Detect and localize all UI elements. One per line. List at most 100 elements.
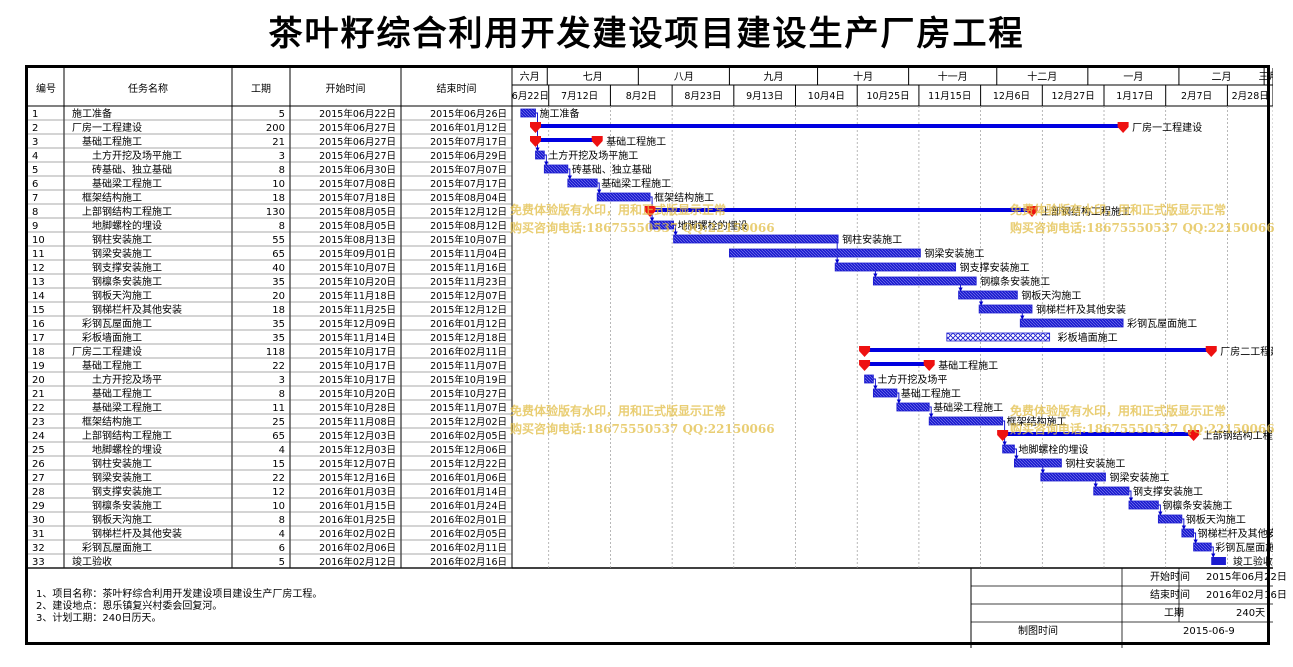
task-bar (1093, 486, 1130, 496)
dependency-arrow (1210, 546, 1216, 558)
task-bar (872, 388, 898, 398)
task-start: 2015年12月16日 (319, 472, 396, 484)
task-id: 10 (32, 235, 45, 246)
task-start: 2015年11月25日 (319, 304, 396, 316)
task-bar (1193, 542, 1212, 552)
task-bar (535, 150, 545, 160)
task-name: 框架结构施工 (82, 415, 142, 428)
task-name: 框架结构施工 (82, 191, 142, 204)
week-label: 12月27日 (1052, 91, 1095, 102)
task-name: 土方开挖及场平施工 (92, 149, 182, 162)
task-end: 2015年11月04日 (430, 248, 507, 260)
task-name: 钢板天沟施工 (92, 289, 152, 302)
dependency-arrow (673, 224, 678, 236)
task-id: 22 (32, 403, 45, 414)
task-start: 2015年10月17日 (319, 346, 396, 358)
task-start: 2016年02月12日 (319, 556, 396, 568)
task-name: 彩板墙面施工 (82, 331, 142, 344)
task-start: 2015年10月07日 (319, 262, 396, 274)
task-end: 2015年10月27日 (430, 388, 507, 400)
task-end: 2015年12月06日 (430, 444, 507, 456)
task-duration: 65 (272, 249, 285, 260)
task-end: 2015年10月19日 (430, 374, 507, 386)
bar-label: 彩板墙面施工 (1058, 331, 1118, 344)
task-id: 23 (32, 417, 45, 428)
task-duration: 8 (279, 221, 285, 232)
task-end: 2016年02月11日 (430, 542, 507, 554)
bar-label: 厂房一工程建设 (1132, 121, 1202, 134)
task-bar (834, 262, 957, 272)
summary-bar (864, 348, 1212, 352)
dependency-arrow (1014, 448, 1019, 460)
task-id: 19 (32, 361, 45, 372)
bar-label: 上部钢结构工程施工 (1041, 205, 1131, 218)
dependency-arrow (928, 406, 934, 418)
page-title: 茶叶籽综合利用开发建设项目建设生产厂房工程 (268, 14, 1025, 54)
bar-label: 框架结构施工 (1007, 415, 1067, 428)
task-name: 钢柱安装施工 (92, 233, 152, 246)
task-id: 12 (32, 263, 45, 274)
month-label: 六月 (520, 71, 540, 83)
task-start: 2015年12月09日 (319, 318, 396, 330)
task-name: 彩钢瓦屋面施工 (82, 317, 152, 330)
task-name: 钢柱安装施工 (92, 457, 152, 470)
task-id: 18 (32, 347, 45, 358)
task-end: 2015年11月16日 (430, 262, 507, 274)
task-end: 2016年01月14日 (430, 486, 507, 498)
task-end: 2016年02月16日 (430, 556, 507, 568)
task-id: 29 (32, 501, 45, 512)
task-duration: 55 (272, 235, 285, 246)
task-id: 31 (32, 529, 45, 540)
milestone-marker (923, 360, 935, 371)
task-start: 2016年02月02日 (319, 528, 396, 540)
task-end: 2016年01月12日 (430, 318, 507, 330)
task-bar (978, 304, 1033, 314)
task-start: 2015年11月18日 (319, 290, 396, 302)
task-id: 14 (32, 291, 45, 302)
bar-label: 竣工验收 (1233, 555, 1273, 568)
task-start: 2015年11月08日 (319, 416, 396, 428)
task-id: 17 (32, 333, 45, 344)
dependency-arrow (1128, 490, 1134, 502)
task-duration: 5 (279, 109, 285, 120)
summary-start-value: 2015年06月22日 (1206, 572, 1287, 583)
summary-drawn-label: 制图时间 (1018, 626, 1058, 637)
task-bar (958, 290, 1018, 300)
dependency-arrow (544, 154, 549, 166)
task-start: 2016年01月03日 (319, 486, 396, 498)
bar-label: 钢梁安装施工 (1109, 471, 1169, 484)
task-name: 钢梯栏杆及其他安装 (92, 303, 182, 316)
month-label: 八月 (674, 71, 694, 83)
task-end: 2016年02月05日 (430, 528, 507, 540)
task-name: 钢檩条安装施工 (92, 499, 162, 512)
week-label: 2月7日 (1181, 91, 1212, 102)
task-start: 2016年01月15日 (319, 500, 396, 512)
bar-label: 地脚螺栓的埋设 (1018, 443, 1088, 456)
task-duration: 8 (279, 165, 285, 176)
task-start: 2015年10月17日 (319, 360, 396, 372)
month-label: 十月 (853, 70, 873, 83)
task-id: 27 (32, 473, 45, 484)
bar-label: 土方开挖及场平施工 (548, 149, 638, 162)
week-label: 11月15日 (928, 91, 971, 102)
summary-duration-label: 工期 (1164, 608, 1184, 619)
task-end: 2015年10月07日 (430, 234, 507, 246)
task-name: 厂房一工程建设 (72, 121, 142, 134)
task-duration: 118 (266, 347, 285, 358)
task-end: 2015年07月07日 (430, 164, 507, 176)
task-id: 11 (32, 249, 45, 260)
task-start: 2015年06月27日 (319, 136, 396, 148)
bar-label: 钢梯栏杆及其他安装 (1198, 527, 1273, 540)
task-end: 2015年06月29日 (430, 150, 507, 162)
task-duration: 18 (272, 305, 285, 316)
task-name: 地脚螺栓的埋设 (92, 219, 162, 232)
task-start: 2015年12月03日 (319, 430, 396, 442)
task-bar (1211, 557, 1226, 565)
bar-label: 钢柱安装施工 (1065, 457, 1125, 470)
month-label: 二月 (1212, 71, 1232, 83)
task-name: 基础梁工程施工 (92, 177, 162, 190)
task-id: 26 (32, 459, 45, 470)
task-name: 竣工验收 (72, 555, 112, 568)
task-bar (872, 276, 977, 286)
milestone-marker (1205, 346, 1217, 357)
